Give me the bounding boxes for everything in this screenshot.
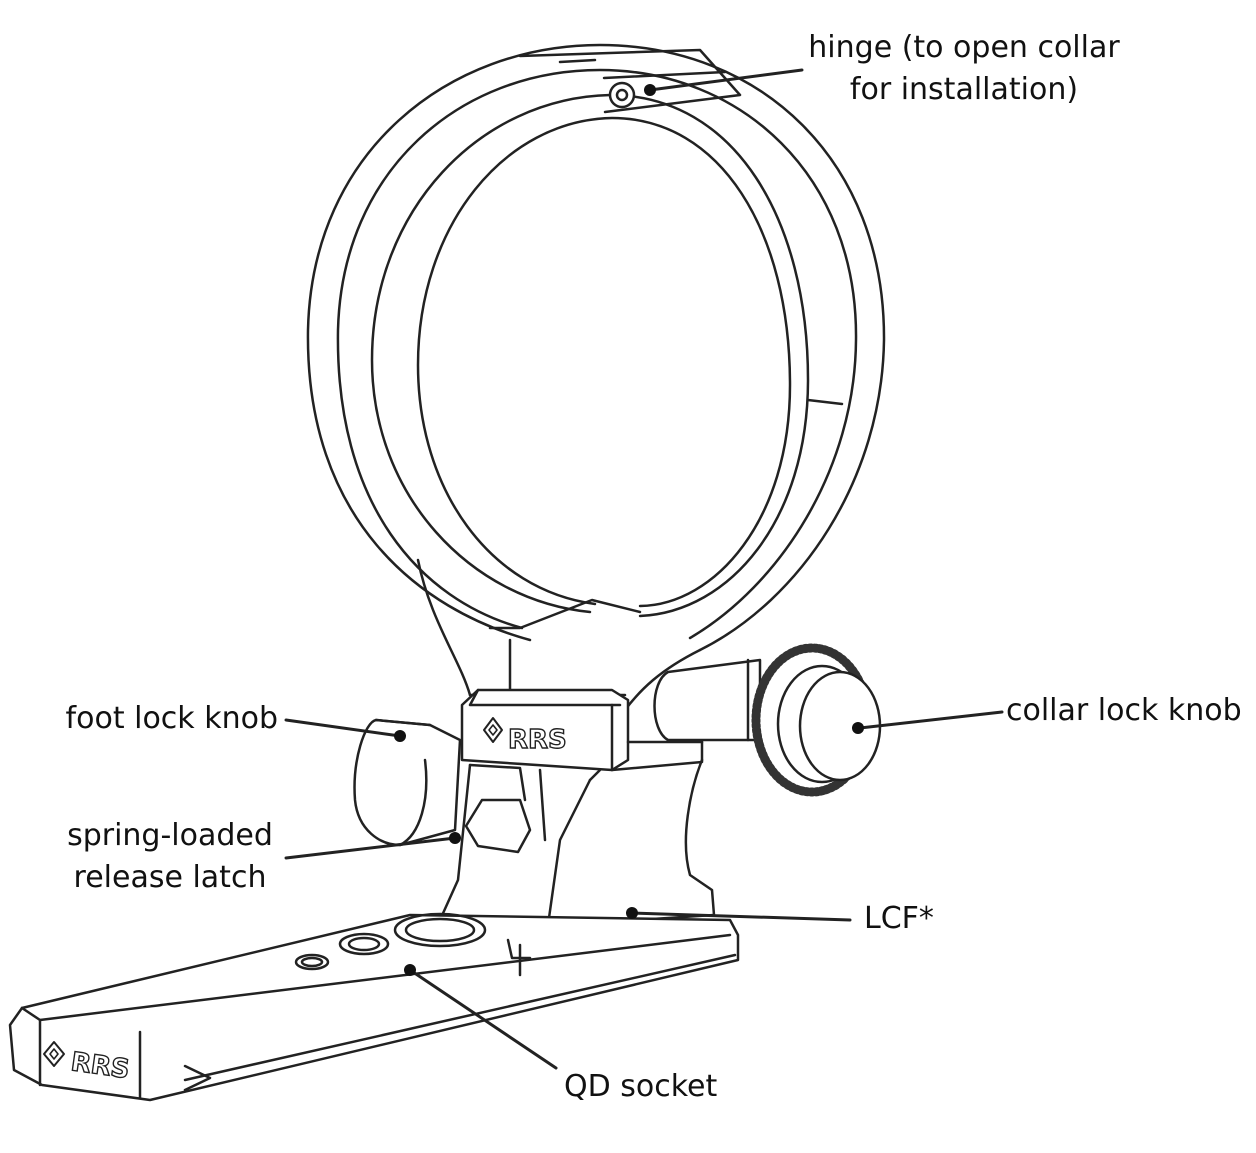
latch-leader bbox=[284, 836, 457, 860]
label-release-latch-line2: release latch bbox=[73, 860, 267, 895]
rrs-logo-top: RRS bbox=[508, 725, 567, 755]
label-collar-lock-knob: collar lock knob bbox=[1006, 693, 1242, 728]
label-hinge-line2: for installation) bbox=[849, 72, 1079, 107]
collar-lock-knob bbox=[653, 643, 882, 797]
foot-plate bbox=[8, 717, 740, 1102]
foot-knob-marker bbox=[394, 730, 406, 742]
foot-knob-leader bbox=[284, 718, 402, 738]
clamp-block bbox=[460, 688, 704, 772]
label-hinge-line1: hinge (to open collar bbox=[808, 30, 1120, 65]
collar-knob-leader bbox=[858, 710, 1004, 730]
qd-marker bbox=[404, 964, 416, 976]
latch-marker bbox=[449, 832, 461, 844]
hinge-marker bbox=[644, 84, 656, 96]
label-lcf: LCF* bbox=[864, 901, 934, 936]
label-hinge: hinge (to open collar for installation) bbox=[804, 27, 1124, 111]
hinge-leader bbox=[648, 68, 804, 92]
release-latch bbox=[438, 763, 592, 942]
collar-ring bbox=[306, 43, 886, 692]
label-qd-socket: QD socket bbox=[564, 1069, 718, 1104]
lcf-leader bbox=[630, 911, 852, 922]
label-release-latch: spring-loaded release latch bbox=[40, 815, 300, 899]
collar-knob-marker bbox=[852, 722, 864, 734]
qd-leader bbox=[408, 968, 558, 1070]
foot-lock-knob bbox=[353, 718, 462, 847]
label-foot-lock-knob: foot lock knob bbox=[65, 701, 278, 736]
hinge-screw bbox=[608, 81, 636, 109]
lcf-marker bbox=[626, 907, 638, 919]
label-release-latch-line1: spring-loaded bbox=[67, 818, 273, 853]
